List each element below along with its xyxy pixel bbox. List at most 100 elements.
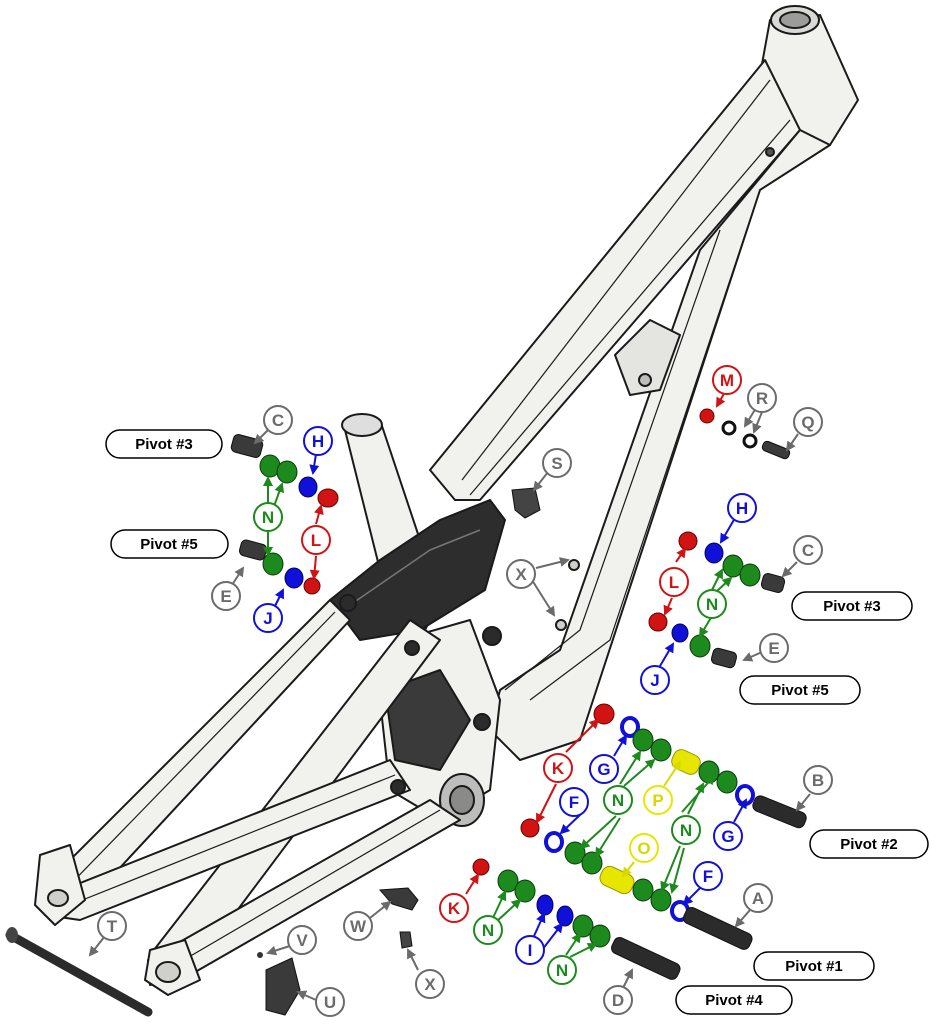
axle-bolt (238, 539, 268, 561)
bearing (572, 914, 594, 938)
svg-text:F: F (569, 793, 579, 812)
callout-l-left: L (301, 525, 331, 555)
parts-shock-hardware (511, 408, 791, 519)
bolt-cap (317, 488, 339, 508)
bolt-cap (472, 858, 490, 876)
svg-text:A: A (752, 889, 764, 908)
bushing (298, 476, 318, 498)
callout-j-right: J (640, 665, 670, 695)
parts-right-cluster (648, 531, 786, 669)
svg-text:N: N (612, 791, 624, 810)
bushing (704, 542, 724, 564)
callout-q: Q (793, 407, 823, 437)
bushing (284, 567, 304, 589)
bearing (650, 738, 672, 762)
pivot-label-2: Pivot #2 (809, 829, 929, 859)
callout-g-right: G (713, 821, 743, 851)
svg-text:P: P (652, 791, 663, 810)
red-bolt (699, 408, 715, 424)
callout-v: V (287, 925, 317, 955)
svg-text:H: H (312, 432, 324, 451)
pivot-label-5-right: Pivot #5 (739, 675, 861, 705)
derailleur-hanger (265, 957, 301, 1016)
callout-x-bottom: X (415, 969, 445, 999)
svg-text:N: N (262, 508, 274, 527)
svg-text:I: I (528, 941, 533, 960)
callout-l-right: L (659, 567, 689, 597)
rocker-link (329, 499, 506, 641)
callout-c-left: C (263, 405, 293, 435)
washer (721, 420, 737, 436)
callout-o: O (629, 833, 659, 863)
svg-text:W: W (350, 917, 367, 936)
bolt-cap (520, 818, 540, 838)
washer (742, 433, 758, 449)
pivot-label-3-left: Pivot #3 (105, 429, 223, 459)
svg-text:Pivot #3: Pivot #3 (135, 436, 193, 453)
callout-h-left: H (303, 426, 333, 456)
pivot-dot (404, 640, 420, 656)
bottle-bolt (555, 619, 567, 631)
bearing (632, 728, 654, 752)
pivot-label-3-right: Pivot #3 (791, 591, 913, 621)
shock-bolt (761, 440, 791, 460)
bushing (536, 894, 554, 916)
axle (752, 795, 807, 829)
svg-text:C: C (802, 541, 814, 560)
svg-text:U: U (324, 993, 336, 1012)
top-tube (429, 59, 801, 501)
bottle-bolt (568, 559, 580, 571)
plug (511, 487, 541, 519)
callout-arrows (88, 389, 811, 1001)
bushing (620, 716, 640, 738)
bearing (722, 554, 744, 578)
callout-e-left: E (211, 581, 241, 611)
callout-w: W (343, 911, 373, 941)
bearing (262, 552, 284, 576)
callout-n-mid: N (671, 815, 701, 845)
svg-text:N: N (706, 595, 718, 614)
svg-text:Pivot #3: Pivot #3 (823, 598, 881, 615)
bearing (632, 878, 654, 902)
callout-u: U (315, 987, 345, 1017)
callout-f-right: F (693, 861, 723, 891)
bearing (716, 770, 738, 794)
svg-text:N: N (680, 821, 692, 840)
svg-text:E: E (220, 587, 231, 606)
pivot-dot (482, 626, 502, 646)
svg-text:Pivot #5: Pivot #5 (771, 682, 829, 699)
dropout-left (34, 844, 86, 926)
svg-text:X: X (424, 975, 436, 994)
svg-text:F: F (703, 867, 713, 886)
bearing (276, 460, 298, 484)
svg-text:T: T (107, 917, 118, 936)
callout-f-top: F (559, 787, 589, 817)
axle-bolt (760, 573, 786, 593)
bearing (650, 888, 672, 912)
callout-d: D (603, 985, 633, 1015)
callout-n-top: N (603, 785, 633, 815)
parts-pivot4 (472, 858, 681, 980)
svg-text:Q: Q (801, 413, 814, 432)
callout-k-bottom: K (439, 893, 469, 923)
spacer (599, 865, 635, 895)
svg-text:Pivot #2: Pivot #2 (840, 836, 898, 853)
callout-x-mid: X (506, 559, 536, 589)
small-bolt (399, 931, 413, 949)
svg-text:G: G (597, 760, 610, 779)
svg-text:D: D (612, 991, 624, 1010)
shock-mount (614, 319, 681, 396)
bushing (544, 831, 564, 853)
bolt-cap (678, 531, 698, 551)
bearing (698, 760, 720, 784)
bushing (556, 905, 574, 927)
callout-m: M (712, 365, 742, 395)
pivot-label-4: Pivot #4 (675, 985, 793, 1015)
svg-text:R: R (756, 389, 768, 408)
svg-text:J: J (263, 609, 272, 628)
callout-n-bottom2: N (547, 955, 577, 985)
parts-rear (5, 887, 419, 1017)
bike-frame (34, 6, 859, 996)
callout-e-right: E (759, 633, 789, 663)
svg-text:M: M (720, 371, 734, 390)
